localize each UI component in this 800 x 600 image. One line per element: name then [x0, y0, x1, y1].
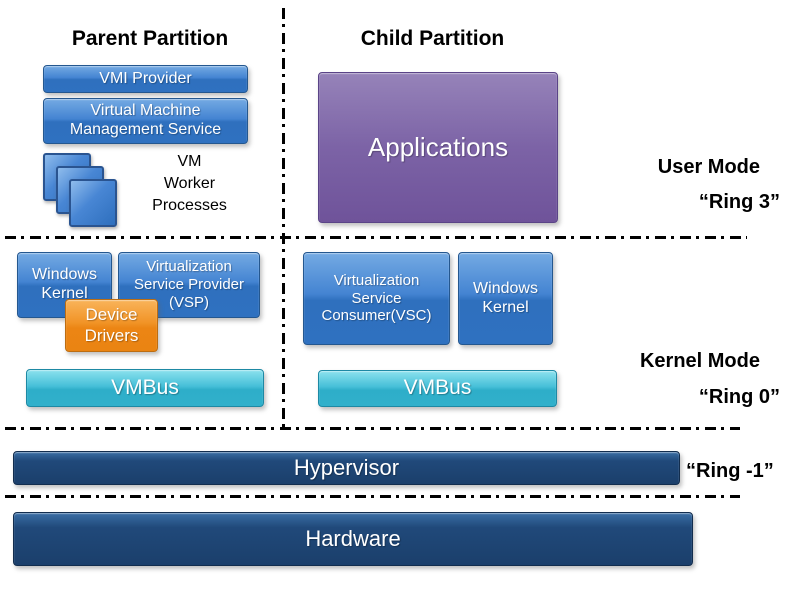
ring3-label: “Ring 3” — [698, 191, 780, 213]
hypervisor-hardware-divider-line — [5, 495, 740, 498]
vmi-provider-box: VMI Provider — [43, 65, 248, 93]
kernel-hypervisor-divider-line — [5, 427, 740, 430]
vmms-box: Virtual Machine Management Service — [43, 98, 248, 144]
vm-worker-process-icon — [69, 179, 117, 227]
partition-divider-line — [282, 8, 285, 432]
parent-partition-header: Parent Partition — [71, 27, 229, 50]
ring0-label: “Ring 0” — [698, 386, 780, 408]
user-kernel-divider-line — [5, 236, 747, 239]
child-partition-header: Child Partition — [360, 27, 505, 50]
vmbus-child-box: VMBus — [318, 370, 557, 407]
hypervisor-bar: Hypervisor — [13, 451, 680, 485]
windows-kernel-child-box: Windows Kernel — [458, 252, 553, 345]
ring-minus1-label: “Ring -1” — [686, 460, 774, 482]
vmbus-parent-box: VMBus — [26, 369, 264, 407]
applications-box: Applications — [318, 72, 558, 223]
vsc-box: Virtualization Service Consumer(VSC) — [303, 252, 450, 345]
vm-worker-processes-label: VM Worker Processes — [152, 153, 227, 214]
windows-kernel-parent-box: Windows Kernel — [17, 252, 112, 318]
hardware-bar: Hardware — [13, 512, 693, 566]
kernel-mode-label: Kernel Mode — [639, 350, 760, 372]
device-drivers-box: Device Drivers — [65, 299, 158, 352]
user-mode-label: User Mode — [657, 156, 760, 178]
